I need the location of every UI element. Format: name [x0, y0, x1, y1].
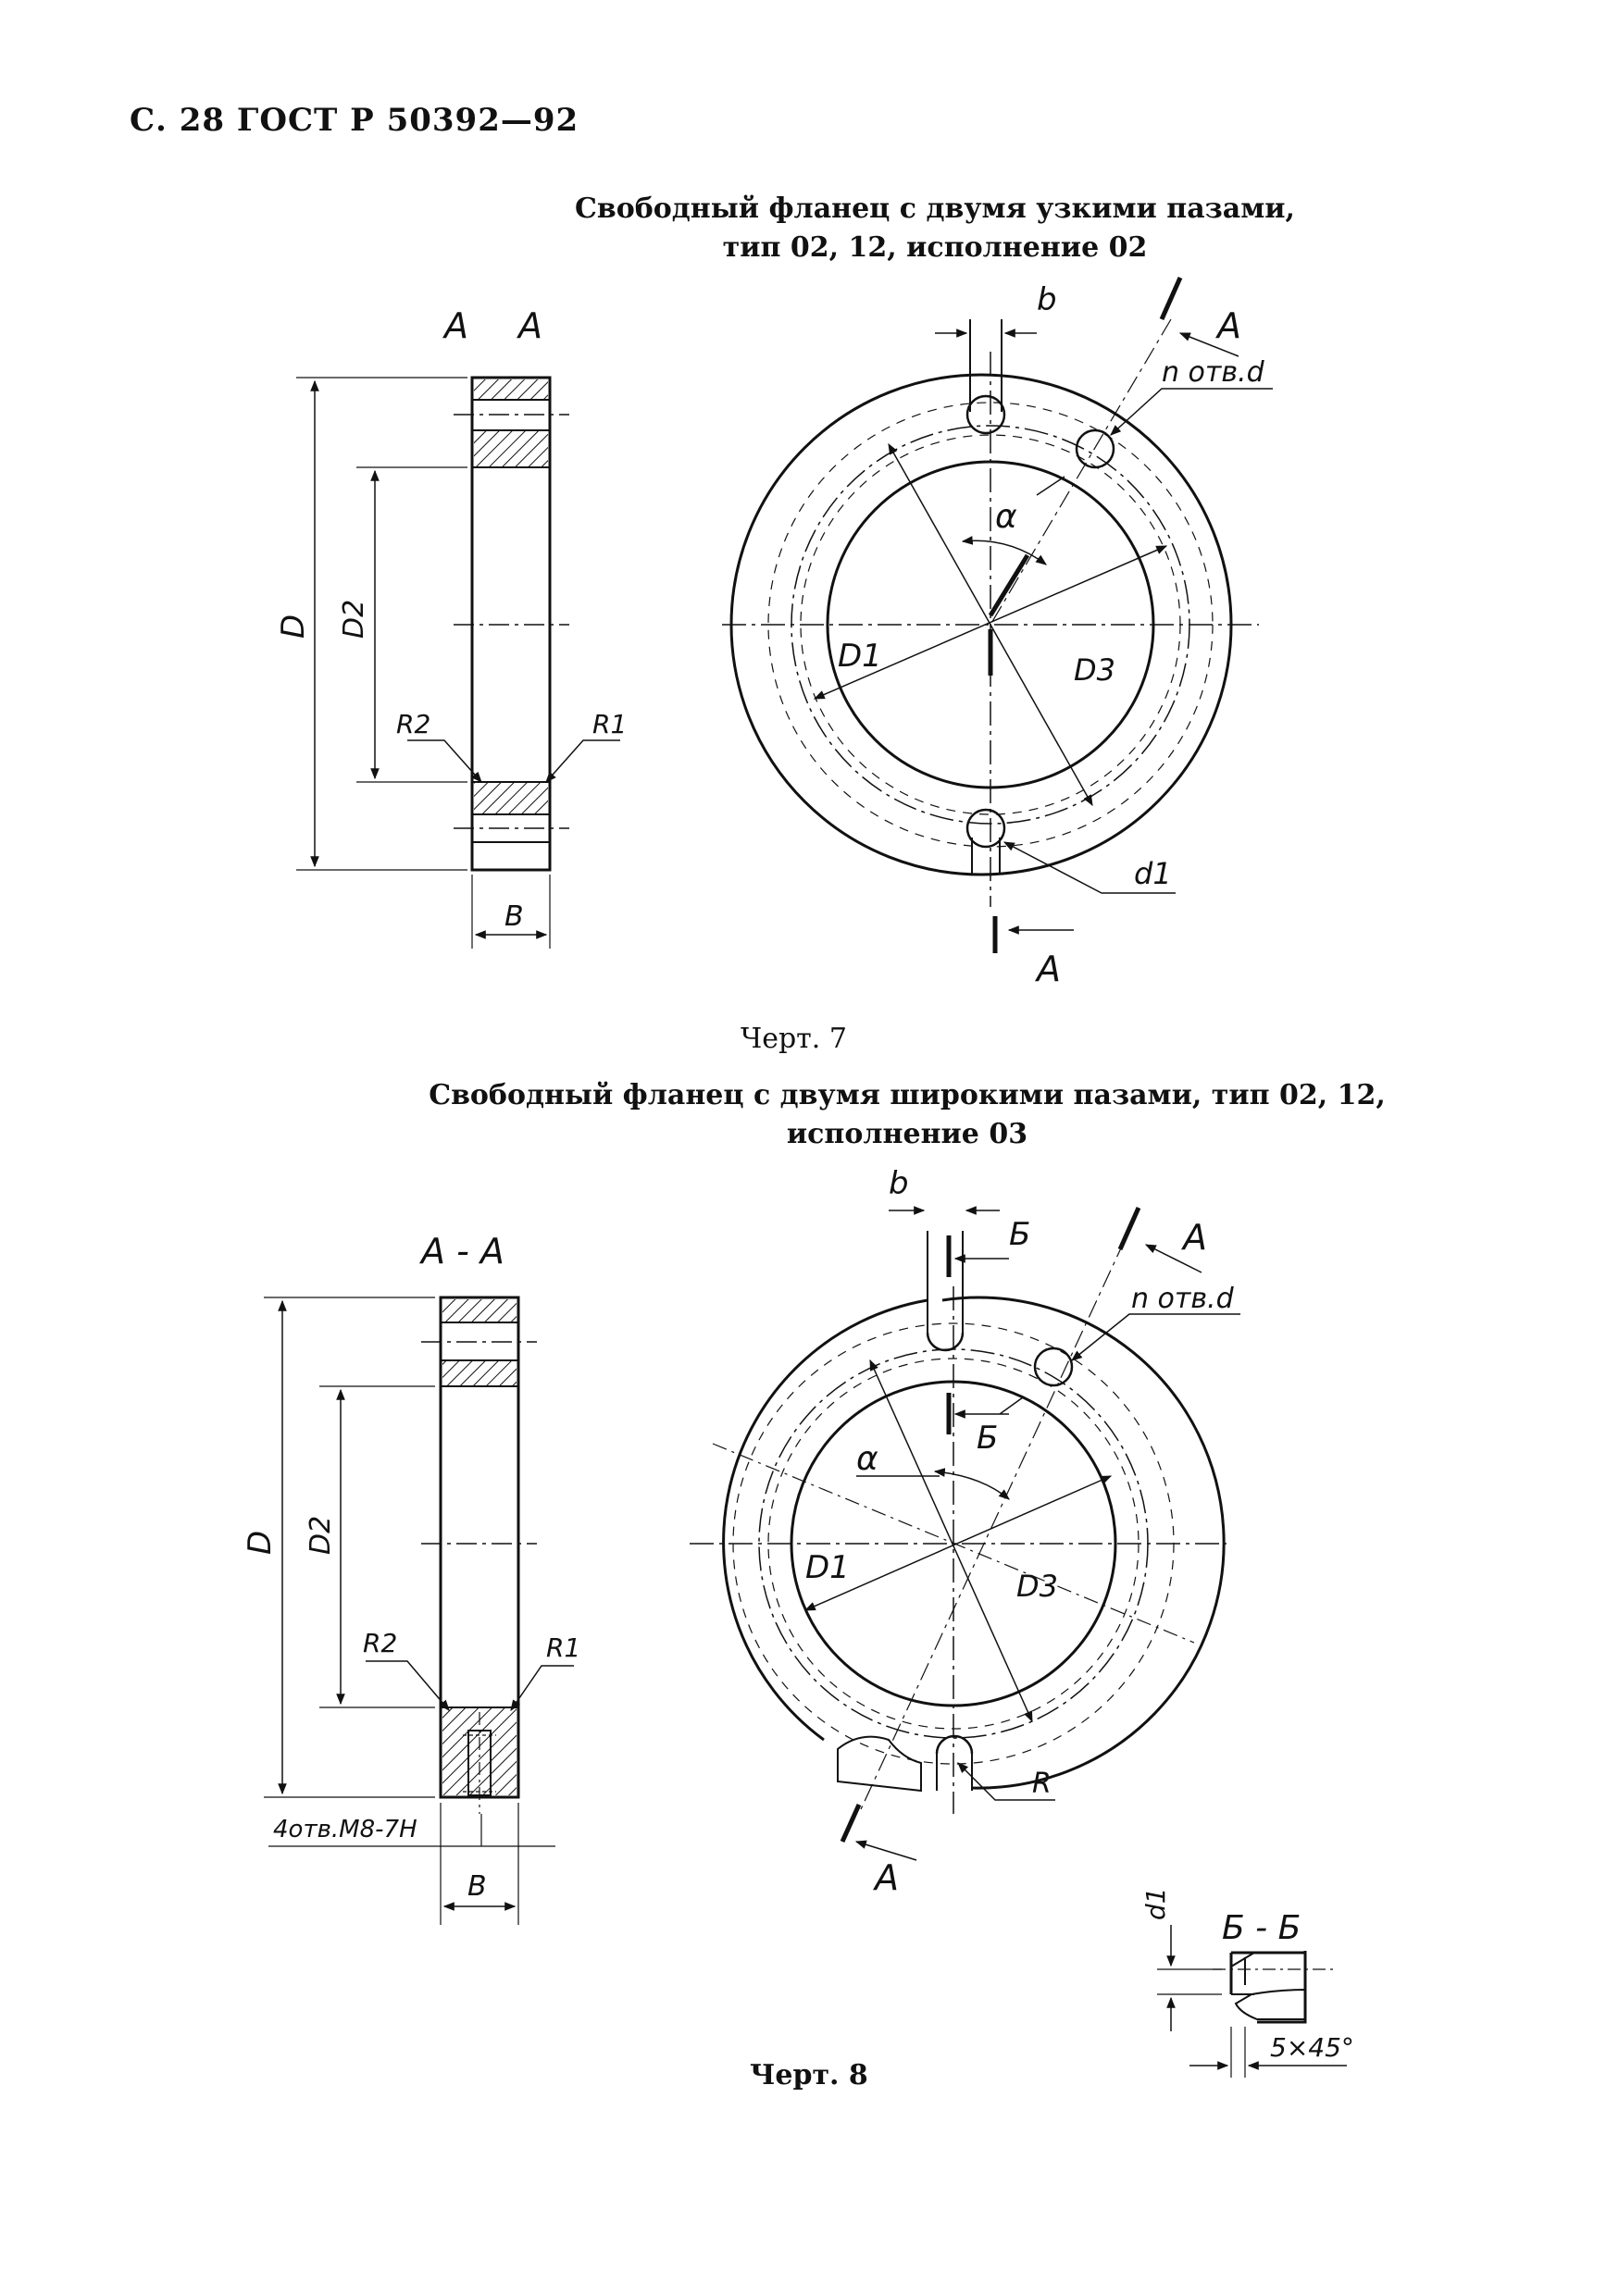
fig8-detail-title: Б - Б: [1222, 1909, 1301, 1947]
fig7-title-line2: тип 02, 12, исполнение 02: [722, 231, 1148, 264]
fig7-A-bottom-label: А: [1034, 949, 1061, 989]
fig7-title-line1: Свободный фланец с двумя узкими пазами,: [575, 192, 1295, 225]
fig8-title-line2: исполнение 03: [786, 1118, 1028, 1150]
fig8-detail-view: [1157, 1925, 1347, 2078]
fig7-D3-label: D3: [1074, 652, 1115, 688]
fig7-title: Свободный фланец с двумя узкими пазами, …: [518, 190, 1351, 267]
fig8-title: Свободный фланец с двумя широкими пазами…: [407, 1076, 1407, 1154]
fig8-R2-label: R2: [363, 1628, 397, 1658]
fig7-plan-view: [722, 276, 1273, 953]
fig8-d1-label: d1: [1140, 1887, 1171, 1920]
fig8-B-sec-mid-label: Б: [977, 1420, 998, 1457]
fig8-R1-label: R1: [546, 1632, 580, 1663]
fig8-A-top-label: А: [1180, 1217, 1207, 1258]
fig7-D2-label: D2: [338, 600, 370, 639]
fig8-plan-view: [690, 1206, 1240, 1861]
fig8-D1-label: D1: [805, 1549, 850, 1586]
fig7-holes-label: n отв.d: [1162, 356, 1265, 389]
fig7-b-label: b: [1037, 281, 1057, 318]
fig8-D-label: D: [242, 1531, 279, 1555]
fig8-R-label: R: [1032, 1768, 1052, 1800]
fig8-title-line1: Свободный фланец с двумя широкими пазами…: [429, 1079, 1386, 1111]
page-header: С. 28 ГОСТ Р 50392—92: [130, 102, 579, 139]
fig8-B-label: B: [467, 1870, 487, 1903]
fig7-A-top-label: А: [1214, 305, 1241, 346]
fig8-B-sec-top-label: Б: [1009, 1216, 1030, 1253]
fig8-caption: Черт. 8: [750, 2059, 868, 2091]
fig8-alpha-label: α: [856, 1440, 878, 1478]
fig7-section-right-label: А: [516, 305, 542, 346]
fig8-b-label: b: [889, 1165, 909, 1202]
fig7-D-label: D: [275, 614, 312, 639]
fig8-A-bottom-label: А: [872, 1857, 899, 1898]
fig8-threads-label: 4отв.М8-7Н: [273, 1816, 417, 1843]
fig8-D2-label: D2: [305, 1516, 337, 1555]
fig7-d1-label: d1: [1134, 856, 1172, 891]
fig8-chamfer-label: 5×45°: [1270, 2032, 1354, 2063]
fig7-D1-label: D1: [838, 638, 882, 675]
fig7-R1-label: R1: [592, 709, 627, 739]
fig8-section-label: А - А: [418, 1231, 504, 1272]
fig8-holes-label: n отв.d: [1131, 1283, 1235, 1315]
fig7-section-view: [296, 376, 620, 949]
fig7-B-label: B: [504, 900, 524, 933]
fig7-caption: Черт. 7: [741, 1023, 847, 1055]
fig7-section-left-label: А: [442, 305, 468, 346]
fig8-section-view: [264, 1296, 574, 1925]
fig7-R2-label: R2: [396, 709, 430, 739]
fig8-D3-label: D3: [1016, 1569, 1058, 1604]
fig7-alpha-label: α: [995, 498, 1017, 536]
